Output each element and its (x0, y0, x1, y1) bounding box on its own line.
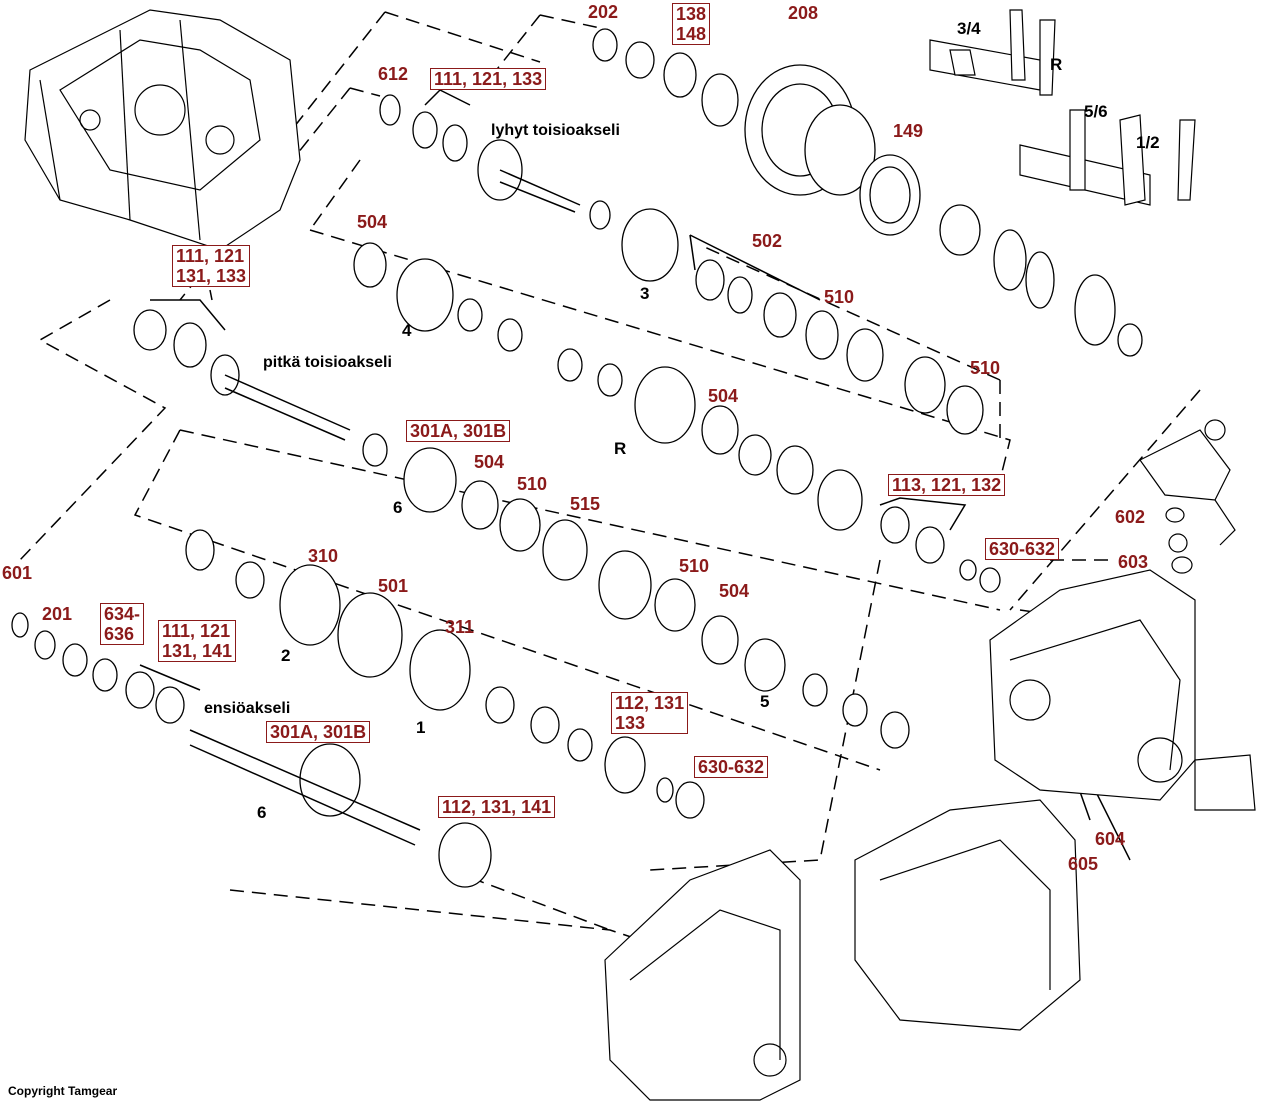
part-label-630-632-a: 630-632 (985, 538, 1060, 560)
gear-label-1: 1 (416, 718, 426, 737)
shaft-label-long: pitkä toisioakseli (263, 354, 392, 371)
fork-label-5-6: 5/6 (1084, 102, 1108, 121)
part-label-603: 603 (1118, 552, 1149, 572)
part-label-111-121-133: 111, 121, 133 (430, 68, 547, 90)
part-label-510-c: 510 (517, 474, 548, 494)
part-label-501: 501 (378, 576, 409, 596)
shaft-label-input: ensiöakseli (204, 700, 291, 717)
part-label-604: 604 (1095, 829, 1126, 849)
shaft-label-short: lyhyt toisioakseli (491, 122, 620, 139)
part-label-510-b: 510 (970, 358, 1001, 378)
copyright-notice: Copyright Tamgear (8, 1084, 118, 1098)
part-label-504-b: 504 (708, 386, 739, 406)
fork-label-r: R (1050, 55, 1063, 74)
part-label-112-131-141: 112, 131, 141 (438, 796, 556, 818)
part-label-510-a: 510 (824, 287, 855, 307)
gear-label-2: 2 (281, 646, 291, 665)
part-label-301-bottom: 301A, 301B (266, 721, 371, 743)
shift-forks (929, 9, 1196, 206)
part-label-601: 601 (2, 563, 33, 583)
part-label-612: 612 (378, 64, 409, 84)
gear-label-r: R (614, 439, 627, 458)
gear-label-6-a: 6 (393, 498, 403, 517)
gear-label-6-b: 6 (257, 803, 267, 822)
part-label-310: 310 (308, 546, 339, 566)
part-label-504-c: 504 (474, 452, 505, 472)
fork-label-3-4: 3/4 (957, 19, 981, 38)
part-label-515: 515 (570, 494, 601, 514)
part-label-208: 208 (788, 3, 819, 23)
housing-cover (24, 9, 301, 251)
part-label-301-top: 301A, 301B (406, 420, 511, 442)
part-label-504-a: 504 (357, 212, 388, 232)
part-label-605: 605 (1068, 854, 1099, 874)
fork-label-1-2: 1/2 (1136, 133, 1160, 152)
part-label-311: 311 (445, 617, 475, 637)
part-label-510-d: 510 (679, 556, 710, 576)
gear-label-3: 3 (640, 284, 650, 303)
part-label-149: 149 (893, 121, 924, 141)
transmission-housing (604, 569, 1256, 1101)
part-label-502: 502 (752, 231, 783, 251)
gear-label-5: 5 (760, 692, 770, 711)
part-label-201: 201 (42, 604, 73, 624)
selector-lever (1139, 419, 1236, 574)
part-label-630-632-b: 630-632 (694, 756, 769, 778)
gears (11, 28, 1143, 888)
part-label-202: 202 (588, 2, 619, 22)
part-label-634-636: 634-636 (100, 603, 145, 645)
part-label-602: 602 (1115, 507, 1146, 527)
shaft-lines (189, 169, 581, 846)
part-label-504-d: 504 (719, 581, 750, 601)
part-label-113-121-132: 113, 121, 132 (888, 474, 1006, 496)
gear-label-4: 4 (402, 321, 412, 340)
